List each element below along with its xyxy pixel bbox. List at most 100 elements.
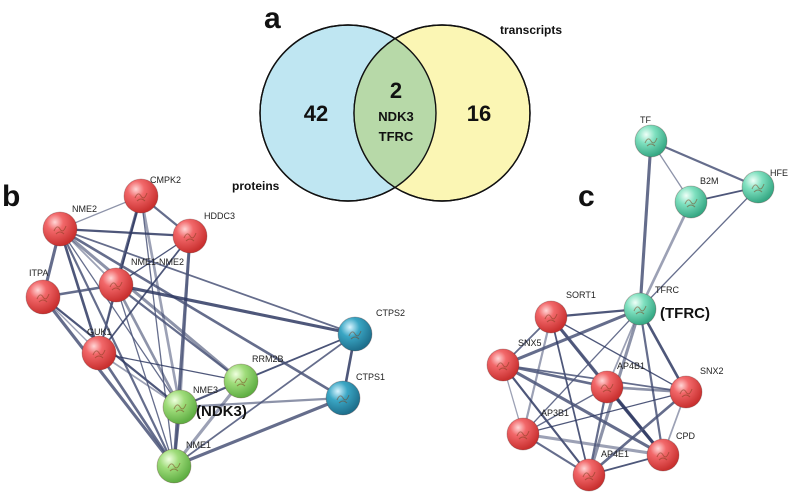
network-edge xyxy=(41,296,176,467)
node-label: TFRC xyxy=(655,285,679,295)
network-edge xyxy=(522,386,608,435)
node-label: CTPS2 xyxy=(376,308,405,318)
network-edge xyxy=(650,139,759,189)
network-node: ITPA xyxy=(25,268,61,315)
network-edge xyxy=(98,352,242,382)
node-label: SORT1 xyxy=(566,290,596,300)
network-node: NME1 xyxy=(156,440,211,484)
network-b-nodes: CMPK2NME2HDDC3NME1-NME2ITPAGUK1RRM2BNME3… xyxy=(25,175,405,484)
network-edge xyxy=(502,307,641,367)
network-b: CMPK2NME2HDDC3NME1-NME2ITPAGUK1RRM2BNME3… xyxy=(25,175,405,484)
node-label: AP4B1 xyxy=(617,361,645,371)
node-label: AP3B1 xyxy=(541,408,569,418)
network-edge xyxy=(59,227,242,383)
node-label: TF xyxy=(640,115,651,125)
network-edge xyxy=(638,140,653,310)
network-edge xyxy=(638,308,665,456)
network-edge xyxy=(59,228,356,335)
network-edge xyxy=(115,284,242,382)
network-edge xyxy=(522,391,687,435)
protein-structure-icon xyxy=(679,388,693,398)
network-edge xyxy=(639,186,759,310)
node-label: GUK1 xyxy=(87,327,112,337)
network-node: B2M xyxy=(674,176,719,219)
network-edge xyxy=(97,352,176,467)
node-label: HDDC3 xyxy=(204,211,235,221)
protein-structure-icon xyxy=(36,293,50,303)
node-label: NME2 xyxy=(72,204,97,214)
network-node: HFE xyxy=(741,168,788,204)
network-node: TF xyxy=(634,115,668,158)
network-node: SNX5 xyxy=(486,338,542,382)
network-node: AP4B1 xyxy=(590,361,645,404)
protein-structure-icon xyxy=(336,394,350,404)
node-label: ITPA xyxy=(29,268,48,278)
network-edge xyxy=(59,227,344,400)
protein-structure-icon xyxy=(183,232,197,242)
protein-structure-icon xyxy=(600,383,614,393)
panel-b-label: b xyxy=(2,180,20,213)
network-node: SORT1 xyxy=(534,290,596,334)
network-edge xyxy=(502,363,608,389)
network-node: SNX2 xyxy=(669,366,724,409)
network-node: CTPS1 xyxy=(325,372,385,416)
network-edge xyxy=(173,396,344,468)
network-edge xyxy=(172,380,243,467)
protein-structure-icon xyxy=(582,471,596,481)
network-edge xyxy=(522,432,664,457)
network-node: NME2 xyxy=(42,204,97,247)
protein-structure-icon xyxy=(53,225,67,235)
venn-proteins-label: proteins xyxy=(232,179,280,193)
network-edge xyxy=(140,195,175,467)
protein-structure-icon xyxy=(167,462,181,472)
network-edge xyxy=(502,364,590,476)
ndk3-callout: (NDK3) xyxy=(196,403,247,420)
network-node: NME1-NME2 xyxy=(98,257,184,303)
network-node: NME3 xyxy=(162,385,218,425)
network-edge xyxy=(59,227,191,238)
network-node: TFRC xyxy=(623,285,679,326)
network-edge xyxy=(139,195,182,408)
venn-overlap-gene: TFRC xyxy=(379,129,414,144)
node-label: SNX2 xyxy=(700,366,724,376)
protein-structure-icon xyxy=(644,137,658,147)
node-label: CPD xyxy=(676,431,696,441)
tfrc-callout: (TFRC) xyxy=(660,305,710,322)
network-edge xyxy=(59,228,175,467)
venn-proteins-only-count: 42 xyxy=(304,101,328,126)
node-label: NME1 xyxy=(186,440,211,450)
panel-c-label: c xyxy=(578,180,595,213)
venn-diagram: 42 16 2 NDK3 TFRC proteins transcripts xyxy=(232,23,562,202)
network-edge xyxy=(115,283,356,336)
venn-overlap-gene: NDK3 xyxy=(378,109,413,124)
venn-transcripts-label: transcripts xyxy=(500,23,562,37)
node-label: CTPS1 xyxy=(356,372,385,382)
node-label: AP4E1 xyxy=(601,449,629,459)
protein-structure-icon xyxy=(751,183,765,193)
protein-structure-icon xyxy=(348,330,362,340)
network-edge xyxy=(59,228,181,408)
venn-overlap-region xyxy=(354,25,436,201)
venn-overlap-count: 2 xyxy=(390,78,402,103)
network-edge xyxy=(521,316,553,435)
protein-structure-icon xyxy=(496,361,510,371)
venn-transcripts-only-count: 16 xyxy=(467,101,491,126)
node-label: CMPK2 xyxy=(150,175,181,185)
node-label: SNX5 xyxy=(518,338,542,348)
network-edge xyxy=(638,201,693,310)
network-edge xyxy=(502,363,664,457)
network-edge xyxy=(114,284,182,408)
network-edge xyxy=(522,308,641,435)
protein-structure-icon xyxy=(516,430,530,440)
protein-structure-icon xyxy=(234,377,248,387)
protein-structure-icon xyxy=(173,403,187,413)
network-node: CTPS2 xyxy=(337,308,405,352)
network-edge xyxy=(550,316,687,393)
network-node: CPD xyxy=(646,431,696,472)
network-node: AP3B1 xyxy=(506,408,569,451)
node-label: NME1-NME2 xyxy=(131,257,184,267)
node-label: HFE xyxy=(770,168,788,178)
